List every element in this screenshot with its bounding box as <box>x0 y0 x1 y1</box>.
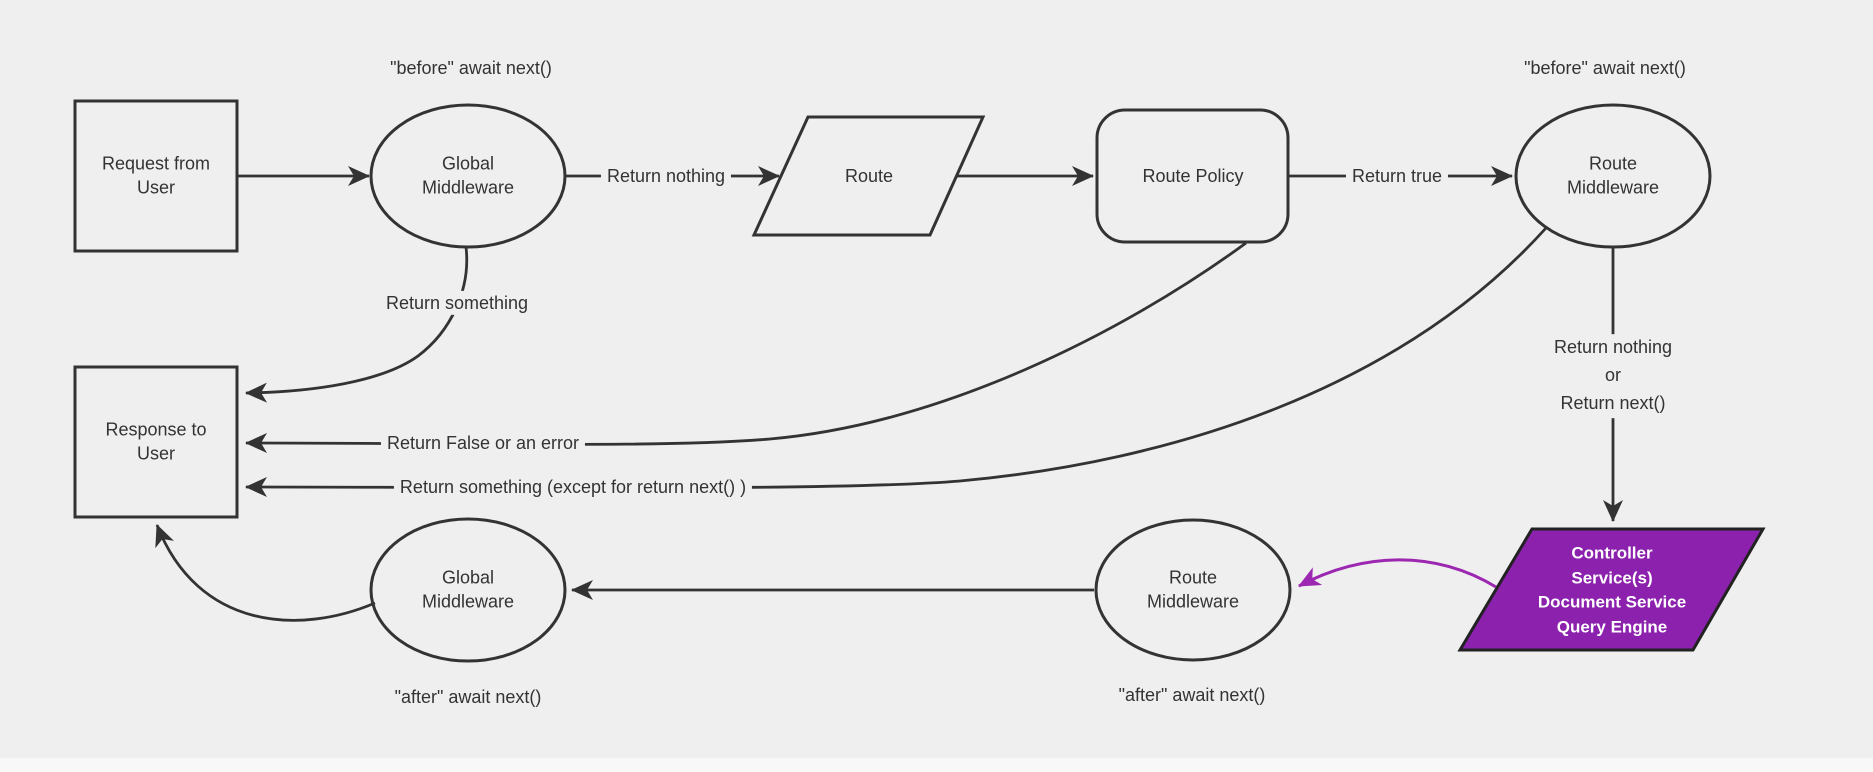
node-shape-route-policy <box>1095 108 1290 244</box>
edge-route-policy-to-response <box>245 241 1247 454</box>
edge-label-return-nothing-or-next: Return nothing or Return next() <box>1547 334 1679 418</box>
edge-label-return-false-or-error: Return False or an error <box>380 430 586 456</box>
node-label-request-from-user: Request from User <box>101 153 211 198</box>
node-label-route-middleware-before: Route Middleware <box>1566 153 1660 198</box>
node-label-response-to-user: Response to User <box>105 419 207 464</box>
edge-global-middleware-after-to-response <box>155 524 376 622</box>
node-shape-controller <box>1457 527 1766 652</box>
node-label-route-middleware-after: Route Middleware <box>1146 567 1240 612</box>
node-shape-response <box>73 365 239 519</box>
edge-label-return-something-except: Return something (except for return next… <box>393 474 753 500</box>
node-shape-global-middleware-before <box>369 103 567 249</box>
edge-label-return-something: Return something <box>379 290 535 316</box>
annotation-after-await-next-route: "after" await next() <box>1118 684 1266 705</box>
edge-controller-to-route-middleware-after <box>1298 558 1497 589</box>
annotation-after-await-next-global: "after" await next() <box>394 686 542 707</box>
node-label-global-middleware-before: Global Middleware <box>421 153 515 198</box>
node-label-global-middleware-after: Global Middleware <box>421 567 515 612</box>
node-label-controller-services: Controller Service(s) Document Service Q… <box>1537 543 1687 637</box>
edge-global-middleware-to-response <box>245 246 469 403</box>
node-shape-global-middleware-after <box>369 517 567 663</box>
node-shape-route-middleware-after <box>1094 518 1292 662</box>
annotation-before-await-next-route: "before" await next() <box>1524 57 1686 78</box>
node-shape-route-middleware-before <box>1514 103 1712 249</box>
node-shape-route <box>751 115 986 237</box>
node-shape-request <box>73 99 239 253</box>
edge-label-return-nothing: Return nothing <box>600 163 732 189</box>
node-label-route-policy: Route Policy <box>1142 165 1244 186</box>
annotation-before-await-next-global: "before" await next() <box>390 57 552 78</box>
edge-label-return-true: Return true <box>1345 163 1449 189</box>
node-label-route: Route <box>844 165 894 186</box>
page-bottom-strip <box>0 758 1873 772</box>
